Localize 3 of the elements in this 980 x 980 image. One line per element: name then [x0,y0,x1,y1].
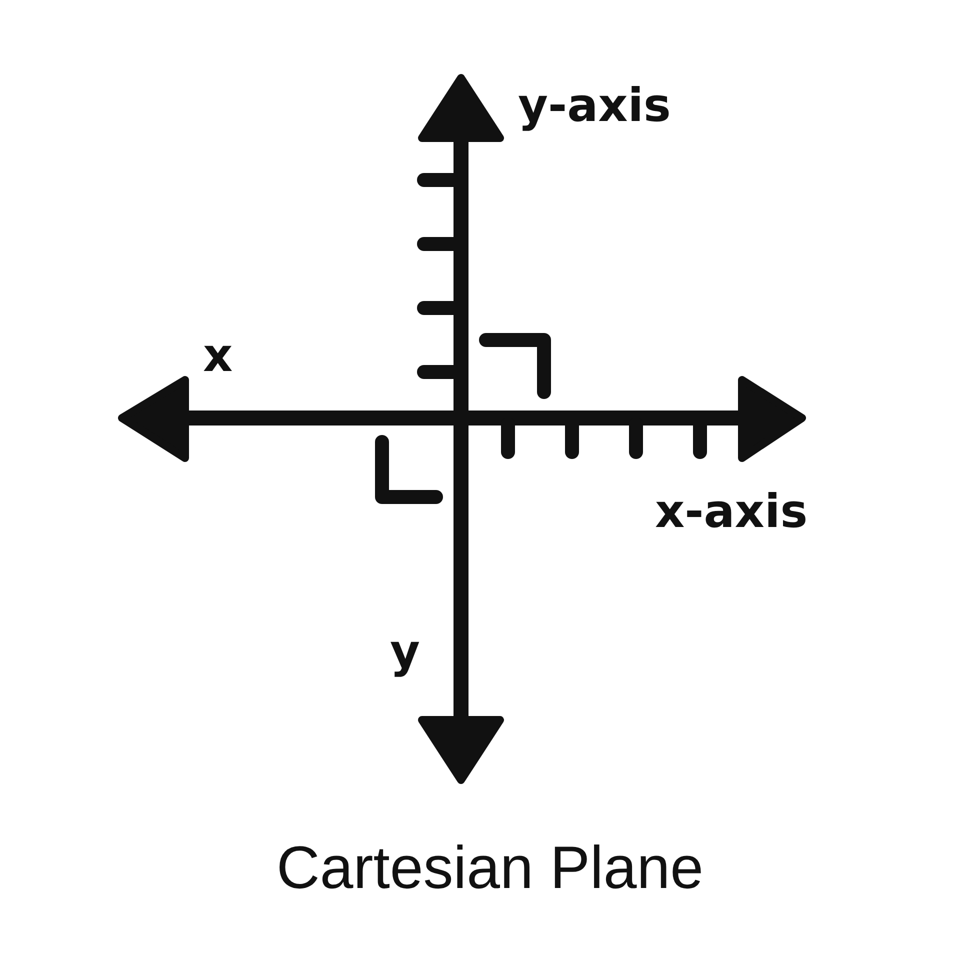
axis-label: x-axis [655,488,808,534]
diagram-caption: Cartesian Plane [276,838,704,898]
axis-letter: x [203,332,233,378]
